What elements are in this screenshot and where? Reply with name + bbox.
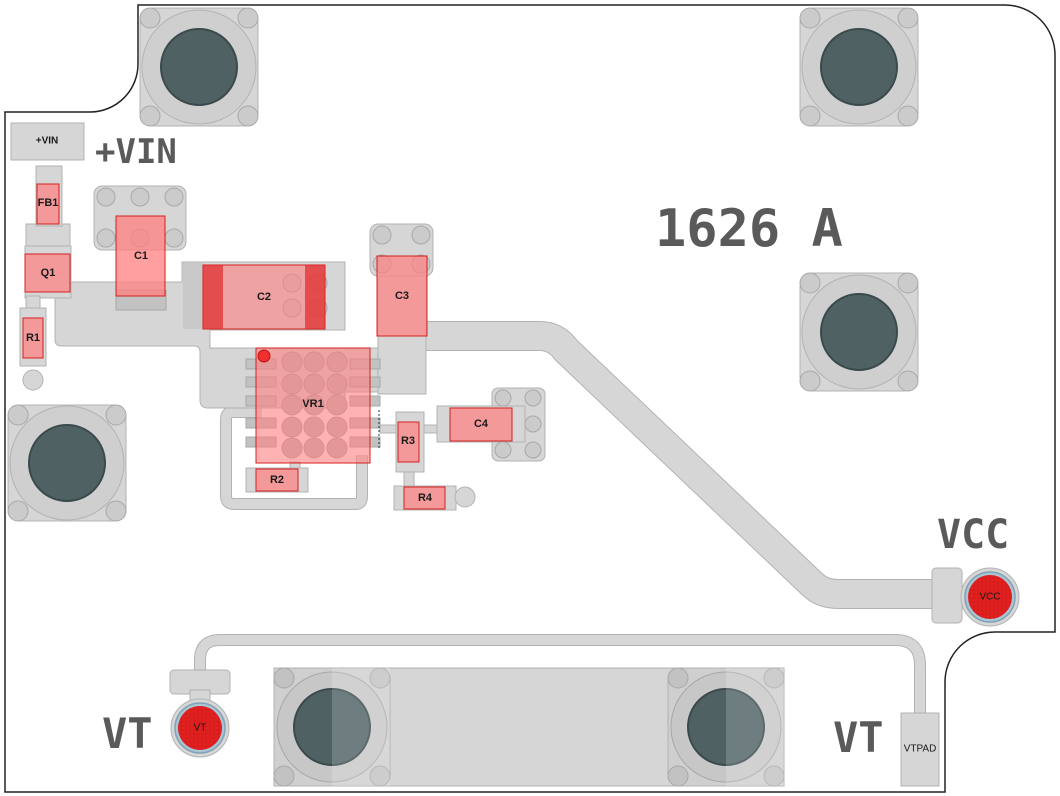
fb1-label: FB1 bbox=[38, 197, 59, 209]
components: FB1 Q1 R1 C1 C2 C3 C4 bbox=[22, 183, 513, 510]
bottom-connector bbox=[273, 667, 785, 787]
c1[interactable]: C1 bbox=[115, 215, 166, 297]
mount-hole-mr bbox=[799, 272, 919, 392]
vcc-testpoint-label: VCC bbox=[979, 592, 1000, 603]
vcc-testpoint[interactable]: VCC bbox=[960, 567, 1020, 627]
silk-vt-left: VT bbox=[102, 709, 153, 758]
q1[interactable]: Q1 bbox=[24, 253, 71, 293]
mounting-holes bbox=[7, 7, 919, 787]
board-title: 1626 A bbox=[655, 199, 843, 259]
r2[interactable]: R2 bbox=[255, 468, 299, 492]
mount-hole-tl bbox=[139, 7, 259, 127]
vr1-label: VR1 bbox=[302, 398, 323, 410]
silk-vcc: VCC bbox=[937, 512, 1009, 558]
fb1[interactable]: FB1 bbox=[36, 183, 60, 225]
c1-label: C1 bbox=[134, 250, 148, 262]
c4[interactable]: C4 bbox=[449, 407, 513, 442]
vin-pad-label: +VIN bbox=[36, 136, 59, 147]
mount-hole-ml bbox=[7, 404, 127, 522]
r3-label: R3 bbox=[401, 435, 415, 447]
r3[interactable]: R3 bbox=[397, 421, 420, 463]
vt-testpoint-label: VT bbox=[194, 723, 207, 734]
c2-label: C2 bbox=[257, 291, 271, 303]
vtpad-label: VTPAD bbox=[904, 744, 937, 755]
vt-testpoint[interactable]: VT bbox=[170, 698, 230, 758]
vin-pad: +VIN bbox=[10, 122, 85, 161]
r1[interactable]: R1 bbox=[22, 317, 44, 359]
c2[interactable]: C2 bbox=[202, 264, 326, 330]
c3-label: C3 bbox=[395, 290, 409, 302]
r2-label: R2 bbox=[270, 474, 284, 486]
r4-label: R4 bbox=[418, 492, 433, 504]
mount-hole-tr bbox=[799, 7, 919, 127]
c4-label: C4 bbox=[474, 418, 489, 430]
silk-vt-right: VT bbox=[833, 713, 884, 762]
silk-vin: +VIN bbox=[95, 132, 177, 172]
r4[interactable]: R4 bbox=[403, 486, 446, 510]
q1-label: Q1 bbox=[41, 267, 56, 279]
c3[interactable]: C3 bbox=[376, 255, 428, 337]
vr1[interactable]: VR1 bbox=[255, 347, 371, 464]
r1-label: R1 bbox=[26, 332, 40, 344]
vtpad: VTPAD bbox=[900, 712, 940, 787]
